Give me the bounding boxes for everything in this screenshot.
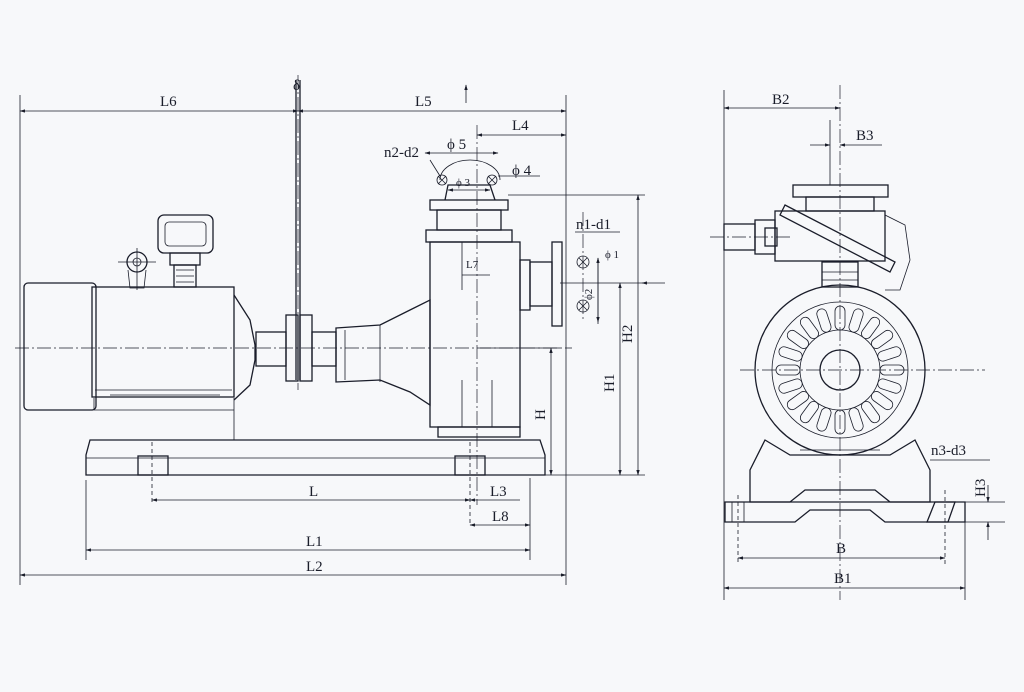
label-B2: B2 (772, 92, 790, 108)
label-L7: L7 (466, 259, 479, 271)
front-view (15, 75, 665, 585)
label-H: H (533, 409, 549, 420)
label-L8: L8 (492, 509, 509, 525)
label-L6: L6 (160, 94, 177, 110)
label-n3-d3: n3-d3 (931, 443, 966, 459)
label-L3: L3 (490, 484, 507, 500)
label-L: L (309, 484, 318, 500)
base-plate (85, 439, 546, 525)
label-phi5: ϕ 5 (447, 137, 466, 153)
motor (23, 214, 256, 440)
cooling-fins (775, 305, 905, 435)
label-n2-d2: n2-d2 (384, 145, 419, 161)
label-delta: δ (293, 78, 300, 94)
label-phi4: ϕ 4 (512, 163, 532, 179)
label-B1: B1 (834, 571, 852, 587)
label-L4: L4 (512, 118, 529, 134)
pump-body (335, 159, 590, 438)
label-H2: H2 (620, 325, 636, 343)
label-B3: B3 (856, 128, 874, 144)
label-H3: H3 (973, 479, 989, 497)
label-phi1: ϕ 1 (605, 249, 619, 261)
label-L2: L2 (306, 559, 323, 575)
label-L1: L1 (306, 534, 323, 550)
label-n1-d1: n1-d1 (576, 217, 611, 233)
label-H1: H1 (602, 374, 618, 392)
label-phi2: ϕ2 (583, 289, 595, 300)
coupling (255, 80, 337, 382)
label-L5: L5 (415, 94, 432, 110)
label-B: B (836, 541, 846, 557)
side-view (710, 85, 1005, 600)
dimension-labels: L6 L5 L4 δ n2-d2 ϕ 5 ϕ 3 ϕ 4 n1-d1 ϕ 1 ϕ… (160, 78, 989, 587)
label-phi3: ϕ 3 (456, 177, 471, 189)
